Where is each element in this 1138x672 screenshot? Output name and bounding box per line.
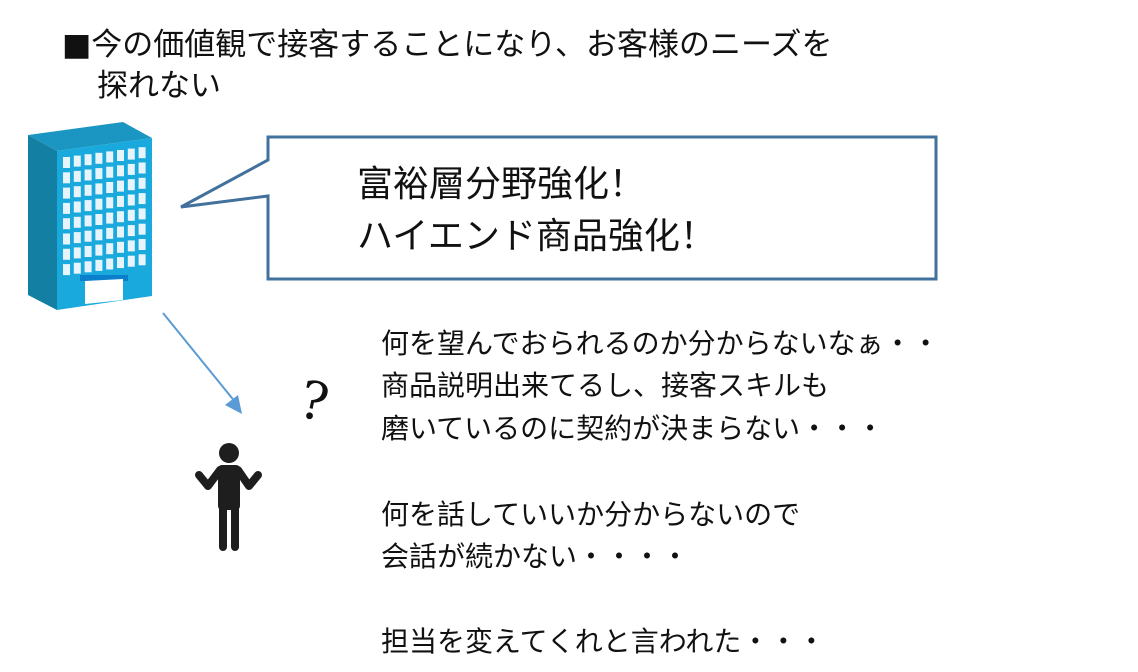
thought-line: 担当を変えてくれと言われた・・・: [381, 625, 826, 658]
building-window: [84, 200, 92, 212]
building-window: [63, 157, 70, 168]
thought-line: 会話が続かない・・・・: [381, 540, 690, 573]
building-window: [106, 197, 114, 209]
building-window: [73, 186, 81, 198]
building-window: [127, 179, 135, 191]
speech-bubble-line-2: ハイエンド商品強化！: [357, 216, 716, 257]
building-window: [106, 258, 114, 270]
heading-line-2: 探れない: [97, 68, 221, 104]
building-window: [63, 264, 70, 276]
building-window: [95, 183, 103, 195]
building-window: [73, 170, 81, 182]
building-window: [84, 230, 92, 242]
building-window: [138, 193, 146, 205]
thought-line: 何を望んでおられるのか分からないなぁ・・: [381, 327, 940, 360]
building-window: [73, 262, 81, 274]
building-window: [63, 172, 70, 184]
building-window: [138, 254, 146, 266]
building-window: [106, 212, 114, 224]
building-window: [84, 154, 92, 166]
building-window: [127, 225, 135, 237]
building-window: [106, 151, 114, 163]
building-window: [63, 187, 70, 199]
heading-line-1: ■今の価値観で接客することになり、お客様のニーズを: [62, 27, 833, 63]
building-window: [106, 182, 114, 193]
building-window: [106, 227, 114, 239]
building-window: [127, 194, 135, 206]
building-window: [117, 257, 124, 269]
building-window: [138, 177, 146, 189]
building-window: [117, 195, 124, 207]
building-window: [73, 216, 81, 228]
building-window: [106, 166, 114, 178]
building-window: [95, 229, 103, 241]
building-window: [84, 184, 92, 196]
thought-line: 商品説明出来てるし、接客スキルも: [381, 369, 830, 402]
speech-bubble-shape: [180, 135, 938, 281]
building-window: [95, 259, 103, 271]
building-window: [95, 198, 103, 210]
building-window: [84, 215, 92, 227]
building-window: [127, 209, 135, 221]
building-window: [84, 169, 92, 181]
building-window: [73, 247, 81, 259]
arrow-icon: [162, 312, 242, 414]
building-window: [138, 208, 146, 220]
building-window: [127, 148, 135, 160]
building-window: [117, 226, 124, 238]
building-window: [138, 162, 146, 174]
building-window: [95, 214, 103, 225]
building-window: [117, 180, 124, 192]
building-window: [73, 232, 81, 244]
building-window: [63, 233, 70, 245]
building-window: [95, 152, 103, 164]
building-window: [117, 211, 124, 223]
building-window: [73, 201, 81, 213]
building-window: [127, 255, 135, 267]
building-window: [127, 240, 135, 252]
building-window: [84, 246, 92, 257]
office-building-icon: [28, 122, 152, 310]
building-window: [117, 150, 124, 161]
building-window: [138, 239, 146, 250]
building-window: [138, 147, 146, 159]
building-window: [63, 218, 70, 230]
building-window: [73, 155, 81, 167]
building-window: [106, 243, 114, 255]
building-window: [138, 223, 146, 235]
building-window: [127, 163, 135, 175]
confused-person-icon: [195, 443, 262, 551]
building-window: [63, 248, 70, 260]
building-window: [84, 261, 92, 273]
building-window: [95, 168, 103, 180]
building-window: [63, 202, 70, 214]
thought-line: 磨いているのに契約が決まらない・・・: [381, 412, 885, 445]
building-window: [95, 244, 103, 256]
building-window: [117, 241, 124, 253]
thought-line: 何を話していいか分からないので: [381, 498, 801, 531]
building-window: [117, 165, 124, 177]
speech-bubble-line-1: 富裕層分野強化！: [357, 164, 646, 205]
